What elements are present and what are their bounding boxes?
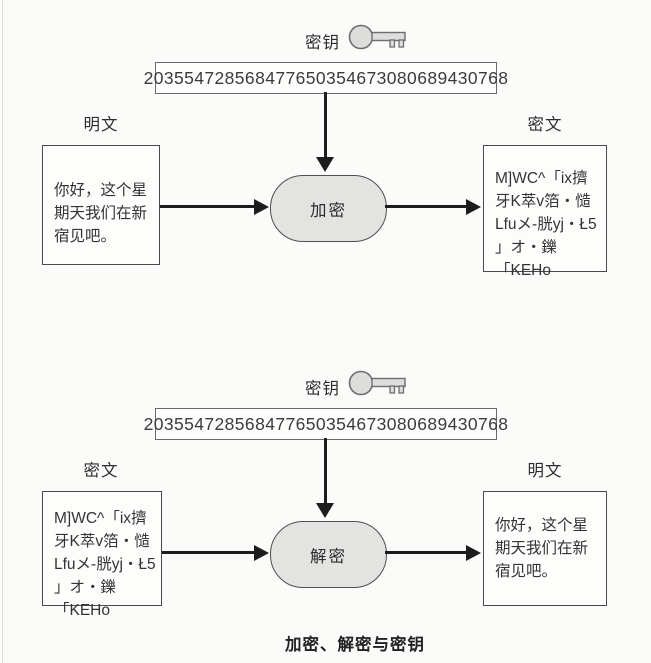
ciphertext-label-bottom: 密文 xyxy=(83,462,119,480)
ciphertext-line: 牙K萃v箔・慥 xyxy=(54,533,150,550)
ciphertext-line: M]WC^「ix擠 xyxy=(495,170,588,187)
plaintext-line: 期天我们在新 xyxy=(495,540,589,557)
key-icon xyxy=(347,368,409,405)
ciphertext-to-decrypt-arrowhead xyxy=(254,545,269,561)
page-edge-line xyxy=(2,0,3,663)
figure-caption: 加密、解密与密钥 xyxy=(285,636,425,654)
ciphertext-line: 」オ・鑠「KEHo xyxy=(495,239,558,279)
key-label: 密钥 xyxy=(305,33,340,52)
key-to-encrypt-arrow-line xyxy=(324,92,327,158)
key-header-top: 密钥 xyxy=(305,22,409,59)
ciphertext-line: 」オ・鑠「KEHo xyxy=(54,579,117,619)
plaintext-to-encrypt-arrowhead xyxy=(254,199,269,215)
key-label: 密钥 xyxy=(305,379,340,398)
ciphertext-box-bottom: M]WC^「ix擠 牙K萃v箔・慥 Lfuメ-胱yj・Ł5 」オ・鑠「KEHo xyxy=(42,491,162,619)
key-to-decrypt-arrowhead xyxy=(316,503,334,518)
ciphertext-to-decrypt-arrow-line xyxy=(162,551,254,554)
ciphertext-line: Lfuメ-胱yj・Ł5 xyxy=(495,216,597,233)
key-icon xyxy=(347,22,409,59)
encrypt-to-ciphertext-arrowhead xyxy=(466,199,481,215)
plaintext-box-bottom: 你好，这个星 期天我们在新 宿见吧。 xyxy=(483,491,607,606)
decrypt-to-plaintext-arrowhead xyxy=(466,545,481,561)
key-header-bottom: 密钥 xyxy=(305,368,409,405)
ciphertext-line: M]WC^「ix擠 xyxy=(54,510,147,527)
plaintext-to-encrypt-arrow-line xyxy=(160,205,254,208)
plaintext-line: 你好，这个星 xyxy=(54,182,148,199)
ciphertext-box-top: M]WC^「ix擠 牙K萃v箔・慥 Lfuメ-胱yj・Ł5 」オ・鑠「KEHo xyxy=(483,145,607,279)
plaintext-label-top: 明文 xyxy=(83,116,119,134)
key-to-encrypt-arrowhead xyxy=(316,157,334,172)
plaintext-label-bottom: 明文 xyxy=(527,462,563,480)
ciphertext-line: Lfuメ-胱yj・Ł5 xyxy=(54,556,156,573)
plaintext-line: 宿见吧。 xyxy=(495,563,558,580)
key-to-decrypt-arrow-line xyxy=(324,438,327,504)
plaintext-box-top: 你好，这个星 期天我们在新 宿见吧。 xyxy=(42,145,160,265)
plaintext-line: 宿见吧。 xyxy=(54,228,117,245)
key-value-box: 203554728568477650354673080689430768 xyxy=(144,408,508,440)
encrypt-to-ciphertext-arrow-line xyxy=(385,205,466,208)
decrypt-to-plaintext-arrow-line xyxy=(385,551,466,554)
ciphertext-line: 牙K萃v箔・慥 xyxy=(495,193,591,210)
plaintext-line: 你好，这个星 xyxy=(495,517,589,534)
plaintext-line: 期天我们在新 xyxy=(54,205,148,222)
ciphertext-label-top: 密文 xyxy=(527,116,563,134)
decrypt-pill: 解密 xyxy=(270,521,387,588)
encrypt-pill: 加密 xyxy=(270,175,387,242)
key-value-box: 203554728568477650354673080689430768 xyxy=(144,62,508,94)
